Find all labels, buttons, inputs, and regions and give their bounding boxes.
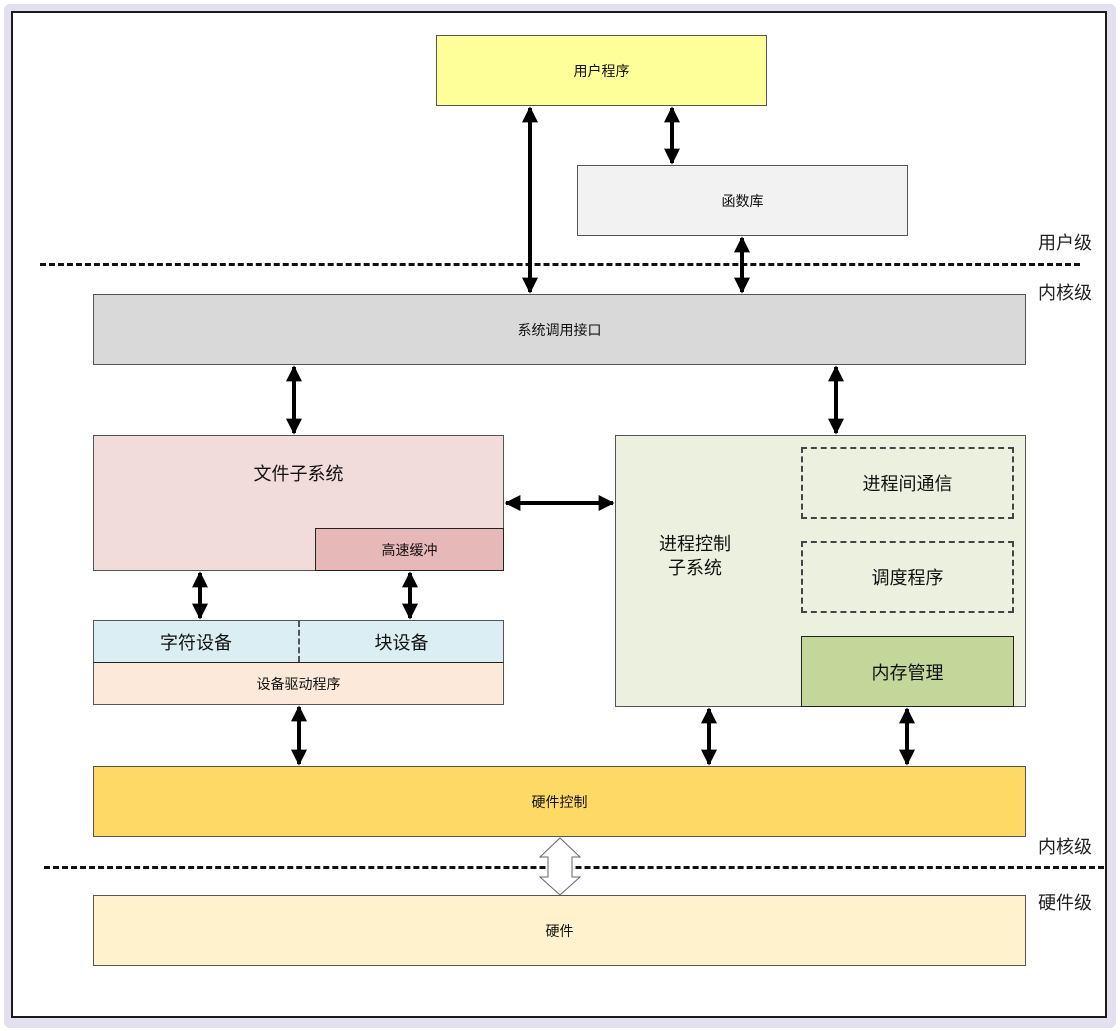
library-label: 函数库: [721, 193, 764, 210]
ipc-box: 进程间通信: [801, 447, 1014, 519]
library-box: 函数库: [577, 165, 908, 236]
buffer-cache-box: 高速缓冲: [315, 528, 504, 571]
memory-mgmt-box: 内存管理: [801, 636, 1014, 707]
kernel-level-label-top: 内核级: [1038, 283, 1092, 304]
user-program-label: 用户程序: [573, 63, 630, 80]
user-kernel-separator: [40, 263, 1080, 266]
user-level-label: 用户级: [1038, 233, 1092, 254]
arrow-hwcontrol-hardware: [538, 837, 582, 896]
device-driver-label: 设备驱动程序: [256, 676, 341, 693]
block-device-cell: 块设备: [300, 621, 503, 662]
kernel-level-label-bottom: 内核级: [1038, 837, 1092, 858]
scheduler-box: 调度程序: [801, 541, 1014, 613]
scheduler-label: 调度程序: [871, 568, 944, 589]
char-device-cell: 字符设备: [94, 621, 300, 662]
hardware-control-box: 硬件控制: [93, 766, 1026, 837]
device-driver-box: 设备驱动程序: [93, 662, 504, 705]
syscall-interface-box: 系统调用接口: [93, 294, 1026, 365]
block-device-label: 块设备: [374, 632, 429, 654]
hardware-level-label: 硬件级: [1038, 893, 1092, 914]
file-subsystem-label: 文件子系统: [253, 464, 344, 485]
user-program-box: 用户程序: [436, 35, 767, 106]
hardware-box: 硬件: [93, 895, 1026, 966]
char-device-label: 字符设备: [160, 632, 232, 654]
hardware-control-label: 硬件控制: [531, 794, 588, 811]
memory-mgmt-label: 内存管理: [871, 662, 944, 684]
process-control-label-line2: 子系统: [668, 558, 722, 579]
buffer-cache-label: 高速缓冲: [381, 542, 438, 559]
kernel-hardware-separator: [44, 866, 1104, 869]
process-control-label: 进程控制 子系统: [625, 533, 765, 581]
syscall-interface-label: 系统调用接口: [517, 322, 602, 339]
device-row: 字符设备 块设备: [93, 620, 504, 663]
hardware-label: 硬件: [545, 923, 574, 940]
ipc-label: 进程间通信: [862, 474, 953, 495]
process-control-label-line1: 进程控制: [659, 534, 731, 555]
